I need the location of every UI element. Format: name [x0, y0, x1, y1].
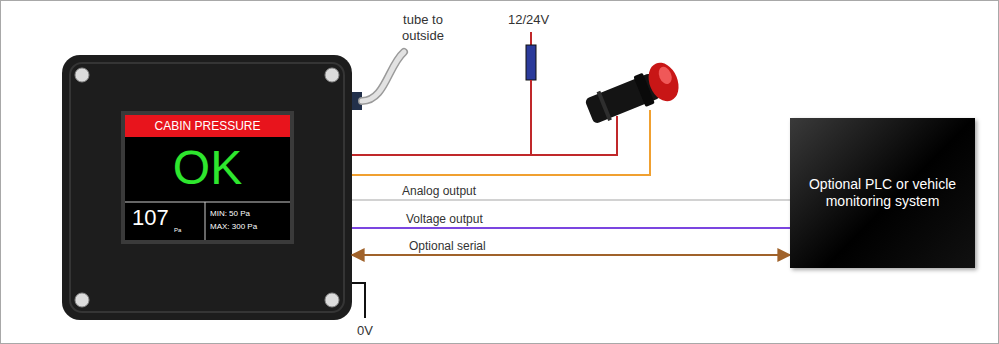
voltage-output-wire: [352, 227, 790, 229]
min-setting: MIN: 50 Pa: [210, 209, 250, 219]
housing-bevel: [70, 63, 344, 312]
screen-divider: [125, 202, 290, 203]
screen-header: [125, 115, 290, 137]
ground-wire: [352, 283, 365, 318]
wire-label: Voltage output: [404, 212, 485, 226]
screen: [125, 115, 290, 240]
fuse-symbol: [526, 45, 536, 80]
mounting-hole: [75, 68, 89, 82]
supply-label: 12/24V: [508, 12, 549, 28]
monitoring-system-box: Optional PLC or vehicle monitoring syste…: [790, 118, 975, 268]
wire-label: Analog output: [400, 184, 478, 198]
ground-label: 0V: [357, 323, 373, 339]
unit-text: Pa: [174, 226, 181, 234]
tube: [362, 52, 404, 101]
supply-wire: [530, 80, 532, 155]
screen-title: CABIN PRESSURE: [125, 115, 290, 137]
pressure-monitor: CABIN PRESSUREOK 107Pa MIN: 50 Pa MAX: 300 …: [62, 55, 352, 320]
supply-wire: [530, 32, 532, 45]
pressure-value: 107: [132, 205, 169, 231]
tube-highlight: [362, 52, 404, 101]
tube-label: tube to outside: [386, 12, 460, 43]
device-housing: [62, 55, 352, 320]
screen-divider: [205, 202, 206, 240]
buzzer-lens: [643, 58, 684, 106]
serial-wire: [352, 254, 790, 256]
buzzer-lamp: [582, 58, 684, 130]
supply-wire: [352, 116, 617, 155]
mounting-hole: [75, 293, 89, 307]
mounting-hole: [325, 293, 339, 307]
box-text: Optional PLC or vehicle monitoring syste…: [803, 176, 963, 211]
lens-highlight: [656, 65, 674, 86]
buzzer-ridge: [597, 91, 612, 121]
mounting-hole: [325, 68, 339, 82]
analog-output-wire: [352, 199, 790, 201]
status-text: OK: [125, 137, 290, 199]
wire-label: Optional serial: [407, 239, 488, 253]
screen-bezel: [121, 111, 294, 244]
max-setting: MAX: 300 Pa: [210, 222, 257, 232]
